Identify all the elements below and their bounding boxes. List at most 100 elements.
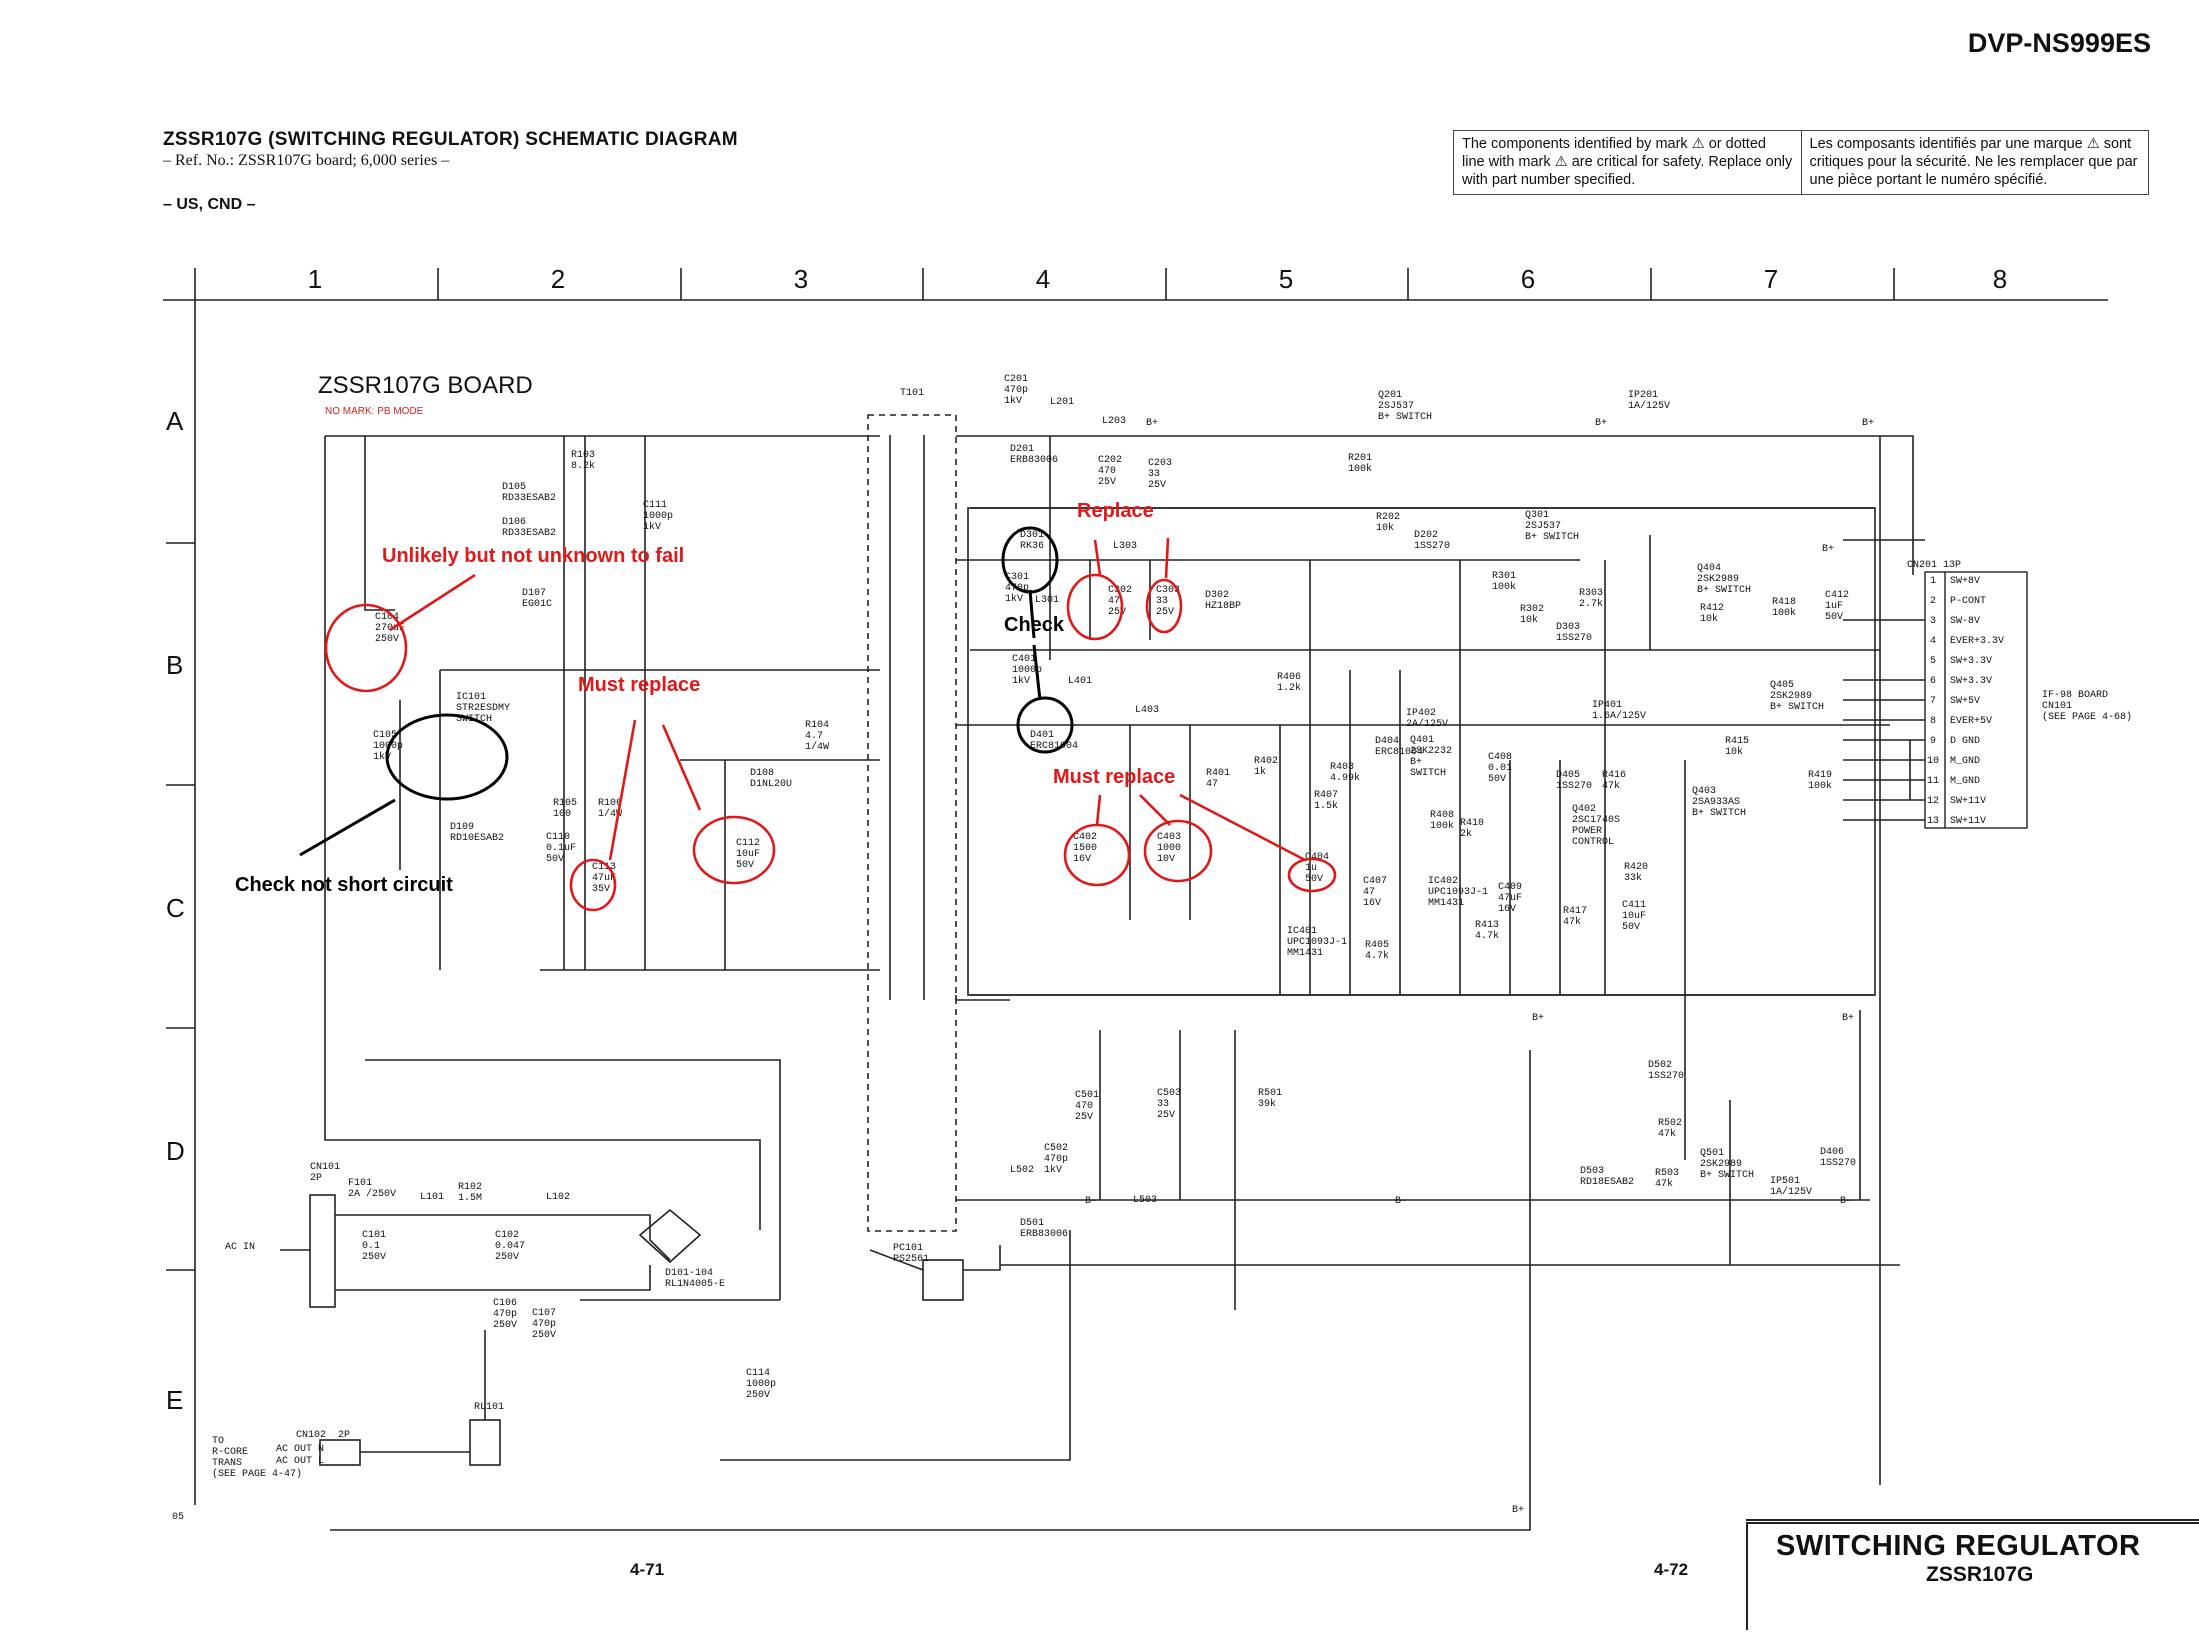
annotation-check: Check [1004,614,1065,636]
cn201-pin-2: 2 [1930,596,1937,607]
ac-out-n-label: AC OUT N [276,1444,325,1455]
q404-label: Q404 2SK2989 B+ SWITCH [1697,563,1752,596]
r503-label: R503 47k [1655,1168,1680,1190]
c107-label: C107 470p 250V [532,1308,557,1341]
d501-label: D501 ERB83006 [1020,1218,1069,1240]
q401-label: Q401 2SK2232 B+ SWITCH [1410,735,1453,779]
c106-label: C106 470p 250V [493,1298,518,1331]
cn201-pin-8: 8 [1930,716,1937,727]
ac-in-label: AC IN [225,1242,256,1253]
cn101-label: CN101 2P [310,1162,341,1184]
circle-d301 [1001,526,1059,594]
arrow-c104 [389,573,476,632]
circle-c104 [324,603,408,693]
cn201-signal-1: SW+8V [1950,576,1981,587]
c101-label: C101 0.1 250V [362,1230,387,1263]
cn201-pin-12: 12 [1927,796,1940,807]
c501-label: C501 470 25V [1075,1090,1100,1123]
grid-col-7: 7 [1763,264,1779,294]
to-rcore-label: TO R-CORE TRANS (SEE PAGE 4-47) [212,1436,303,1480]
circle-c402 [1063,823,1131,887]
cn201-pin-1: 1 [1930,576,1937,587]
pc101-label: PC101 PS2561 [893,1243,930,1265]
bplus-tag-6: B+ [1842,1013,1855,1024]
d106-label: D106 RD33ESAB2 [502,517,557,539]
r407-label: R407 1.5k [1314,790,1339,812]
cn201-signal-11: M_GND [1950,776,1981,787]
c302-label: C302 47 25V [1108,585,1133,618]
l502-label: L502 [1010,1165,1035,1176]
grid-row-c: C [166,893,185,923]
rl101-label: RL101 [474,1402,505,1413]
arrow-c112 [661,724,702,811]
d502-label: D502 1SS270 [1648,1060,1685,1082]
d303-label: D303 1SS270 [1556,622,1593,644]
r415-label: R415 10k [1725,736,1750,758]
cn102-label: CN102 2P [296,1430,351,1441]
ac-out-l-label: AC OUT L [276,1456,325,1467]
bplus-tag-2: B+ [1595,418,1608,429]
ip201-label: IP201 1A/125V [1628,390,1671,412]
ip501-label: IP501 1A/125V [1770,1176,1813,1198]
cn201-pin-9: 9 [1930,736,1937,747]
r408-label: R408 100k [1430,810,1455,832]
annotation-replace: Replace [1077,500,1154,522]
safety-notice-english: The components identified by mark ⚠ or d… [1462,136,1793,188]
bminus-tag-2: B– [1395,1196,1408,1207]
page-number-right: 4-72 [1654,1560,1689,1579]
arrow-ic101 [299,798,396,857]
cn201-signal-13: SW+11V [1950,816,1987,827]
d109-label: D109 RD10ESAB2 [450,822,505,844]
bminus-tag-1: B– [1085,1196,1098,1207]
title-block: SWITCHING REGULATOR ZSSR107G [1746,1522,2199,1630]
r406-label: R406 1.2k [1277,672,1302,694]
q301-label: Q301 2SJ537 B+ SWITCH [1525,510,1580,543]
l201-label: L201 [1050,397,1075,408]
d301-label: D301 RK36 [1020,530,1045,552]
grid-row-b: B [166,650,184,680]
page-title: ZSSR107G (SWITCHING REGULATOR) SCHEMATIC… [163,129,738,150]
region-label: – US, CND – [163,196,256,213]
circle-c404 [1287,857,1337,893]
l301-label: L301 [1035,595,1060,606]
r403-label: R403 4.99k [1330,762,1361,784]
reference-line: – Ref. No.: ZSSR107G board; 6,000 series… [163,152,450,169]
l102-label: L102 [546,1192,571,1203]
bplus-tag-1: B+ [1146,418,1159,429]
cn201-signal-12: SW+11V [1950,796,1987,807]
r405-label: R405 4.7k [1365,940,1390,962]
r418-label: R418 100k [1772,597,1797,619]
c112-label: C112 10uF 50V [736,838,761,871]
r402-label: R402 1k [1254,756,1279,778]
r102-label: R102 1.5M [458,1182,483,1204]
arrow-c402 [1095,794,1102,826]
r301-label: R301 100k [1492,571,1517,593]
c113-label: C113 47uF 35V [592,862,617,895]
grid-col-5: 5 [1278,264,1294,294]
c110-label: C110 0.1uF 50V [546,832,577,865]
d107-label: D107 EG01C [522,588,553,610]
ic402-label: IC402 UPC1093J-1 MM1431 [1428,876,1489,909]
cn201-signal-4: EVER+3.3V [1950,636,2005,647]
c203-label: C203 33 25V [1148,458,1173,491]
cn201-pin-11: 11 [1927,776,1940,787]
r105-label: R105 100 [553,798,578,820]
r103-label: R103 8.2k [571,450,596,472]
cn201-pin-6: 6 [1930,676,1937,687]
c502-label: C502 470p 1kV [1044,1143,1069,1176]
d101-d104-label: D101-104 RL1N4005-E [665,1268,726,1290]
d405-label: D405 1SS270 [1556,770,1593,792]
r201-label: R201 100k [1348,453,1373,475]
c114-label: C114 1000p 250V [746,1368,777,1401]
d201-label: D201 ERB83006 [1010,444,1059,466]
d202-label: D202 1SS270 [1414,530,1451,552]
bplus-tag-4: B+ [1822,544,1835,555]
title-block-main: SWITCHING REGULATOR [1776,1530,2141,1562]
d503-label: D503 RD18ESAB2 [1580,1166,1635,1188]
circle-d401 [1016,696,1074,754]
c408-label: C408 0.01 50V [1488,752,1513,785]
grid-col-3: 3 [793,264,809,294]
r413-label: R413 4.7k [1475,920,1500,942]
